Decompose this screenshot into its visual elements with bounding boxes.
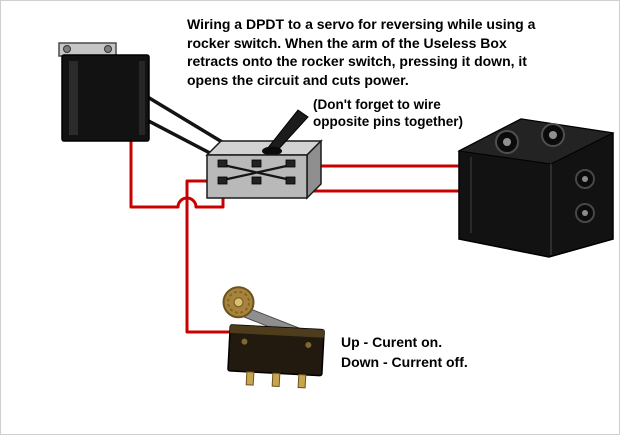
micro-switch-screw-left bbox=[241, 338, 248, 345]
micro-switch-top-band bbox=[229, 324, 325, 338]
micro-switch-pins bbox=[245, 371, 307, 389]
servo-body-highlight bbox=[69, 61, 78, 135]
micro-switch-screw-right bbox=[305, 341, 312, 348]
battery-pack bbox=[457, 118, 615, 258]
red-wire-dpdt-to-microswitch bbox=[185, 179, 235, 334]
battery-cell-terminal-3 bbox=[582, 176, 588, 182]
micro-switch bbox=[222, 286, 325, 389]
battery-cell-terminal-4 bbox=[582, 210, 588, 216]
micro-switch-roller-knurl bbox=[227, 290, 251, 314]
servo-body-edge bbox=[139, 61, 145, 135]
servo-flange-screw-left bbox=[63, 45, 71, 53]
servo-motor bbox=[58, 42, 150, 142]
dpdt-pins bbox=[217, 159, 296, 185]
dpdt-lever-base bbox=[262, 146, 282, 156]
battery-top-face bbox=[457, 118, 615, 165]
note-text: (Don't forget to wire opposite pins toge… bbox=[313, 97, 463, 129]
dpdt-switch bbox=[205, 109, 323, 200]
status-text: Up - Curent on. Down - Current off. bbox=[341, 334, 468, 370]
servo-flange-screw-right bbox=[104, 45, 112, 53]
battery-cell-terminal-1 bbox=[503, 138, 511, 146]
title-text: Wiring a DPDT to a servo for reversing w… bbox=[187, 16, 536, 88]
servo-body bbox=[61, 54, 150, 142]
dpdt-cross-wire-2 bbox=[222, 163, 292, 182]
micro-switch-roller-hub bbox=[233, 297, 244, 308]
battery-cell-terminal-2 bbox=[549, 131, 557, 139]
